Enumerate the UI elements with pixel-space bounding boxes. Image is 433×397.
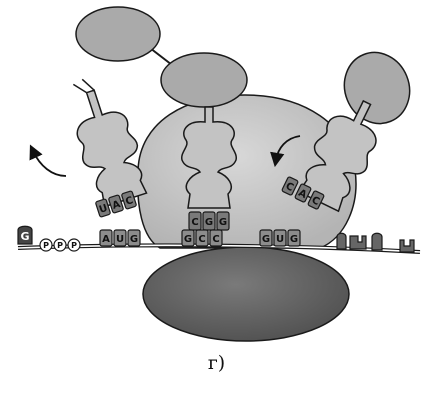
base-letter: C [198, 234, 205, 245]
base-letter: A [102, 234, 110, 245]
cap-letter: G [20, 230, 29, 243]
base-letter: A [111, 199, 122, 212]
mrna-base: C [209, 229, 223, 247]
base-letter: G [205, 217, 213, 228]
phosphate-circle [67, 238, 81, 252]
figure-caption: г) [207, 352, 226, 374]
mrna-base: U [273, 229, 287, 247]
trailing-bases [336, 232, 415, 253]
base-letter: C [191, 217, 198, 228]
anticodon-base: A [294, 183, 312, 203]
phosphate-letter: P [57, 241, 63, 250]
right-anticodon: CAC [281, 176, 325, 210]
base-letter: C [124, 195, 134, 208]
anticodon-base: C [281, 176, 299, 196]
mrna-base: G [259, 229, 273, 247]
base-letter: G [219, 217, 227, 228]
right-entry-arrow [270, 135, 301, 168]
phosphate-letter: P [71, 241, 77, 250]
mrna-cap: G [17, 225, 33, 245]
phosphate-letter: P [43, 241, 49, 250]
anticodon-base: C [307, 190, 325, 210]
base-letter: U [276, 234, 284, 245]
anticodon-base: U [95, 198, 111, 218]
base-letter: G [262, 234, 270, 245]
anticodon-base: C [121, 190, 137, 210]
mrna-base: G [287, 229, 301, 247]
anticodon-base: G [202, 211, 216, 231]
base-letter: G [184, 234, 192, 245]
mrna-base: G [127, 229, 141, 247]
amino-acid-oval [75, 6, 161, 62]
small-subunit [142, 246, 350, 342]
mrna-base: U [113, 229, 127, 247]
mrna-base: C [195, 229, 209, 247]
base-letter: G [290, 234, 298, 245]
base-letter: C [310, 195, 321, 208]
mrna-base: G [181, 229, 195, 247]
base-letter: C [284, 181, 295, 194]
base-letter: C [212, 234, 219, 245]
trna-middle [181, 106, 237, 209]
anticodon-base: G [216, 211, 230, 231]
phosphate-circle [39, 238, 53, 252]
anticodon-base: A [108, 194, 124, 214]
base-letter: U [98, 203, 109, 216]
trna-left [72, 78, 148, 208]
amino-acid-oval [160, 52, 248, 108]
base-letter: G [130, 234, 138, 245]
phosphate-circle [53, 238, 67, 252]
left-exit-arrow [29, 144, 67, 177]
anticodon-base: C [188, 211, 202, 231]
base-letter: U [116, 234, 124, 245]
trna-right [297, 99, 377, 213]
mrna-base: A [99, 229, 113, 247]
